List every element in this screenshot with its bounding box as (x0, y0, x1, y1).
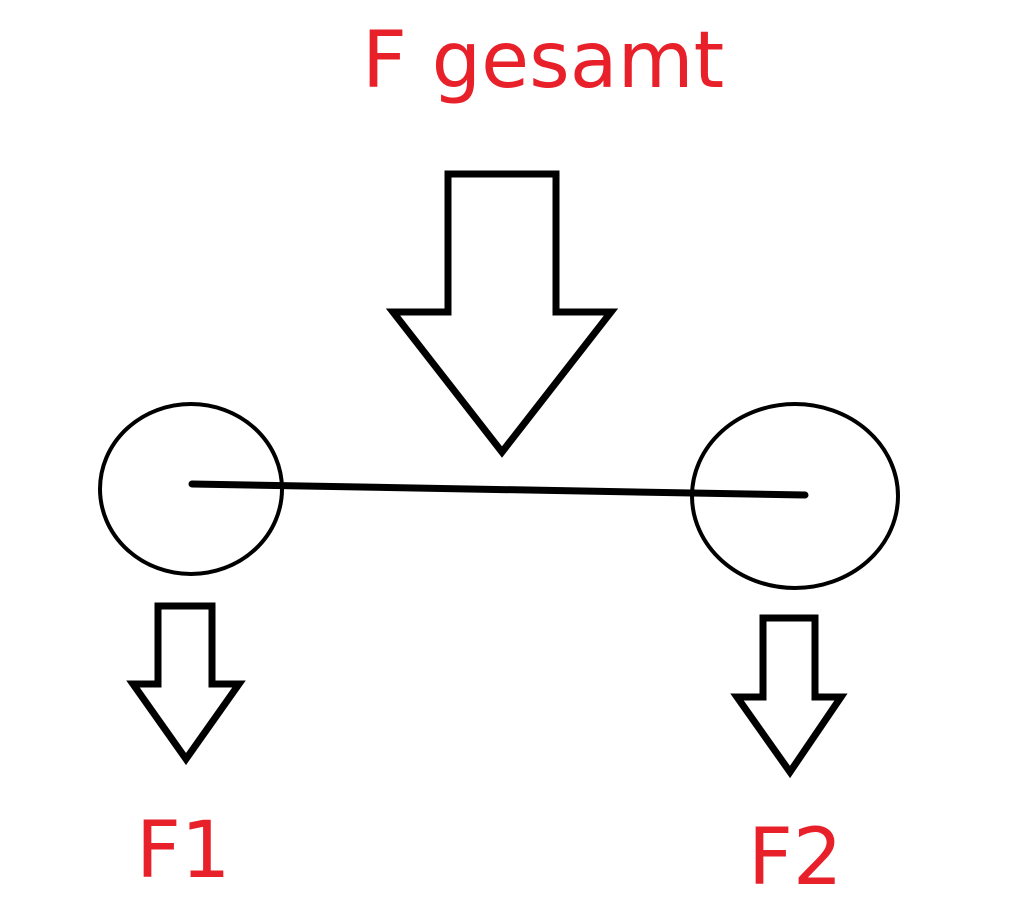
right-force-label: F2 (748, 813, 843, 903)
total-force-arrow (385, 170, 619, 458)
beam-line (188, 480, 809, 499)
left-force-arrow (126, 602, 246, 766)
left-support-circle (98, 402, 284, 576)
left-force-label: F1 (136, 806, 231, 896)
total-force-label: F gesamt (362, 16, 724, 106)
right-force-arrow (730, 614, 848, 779)
